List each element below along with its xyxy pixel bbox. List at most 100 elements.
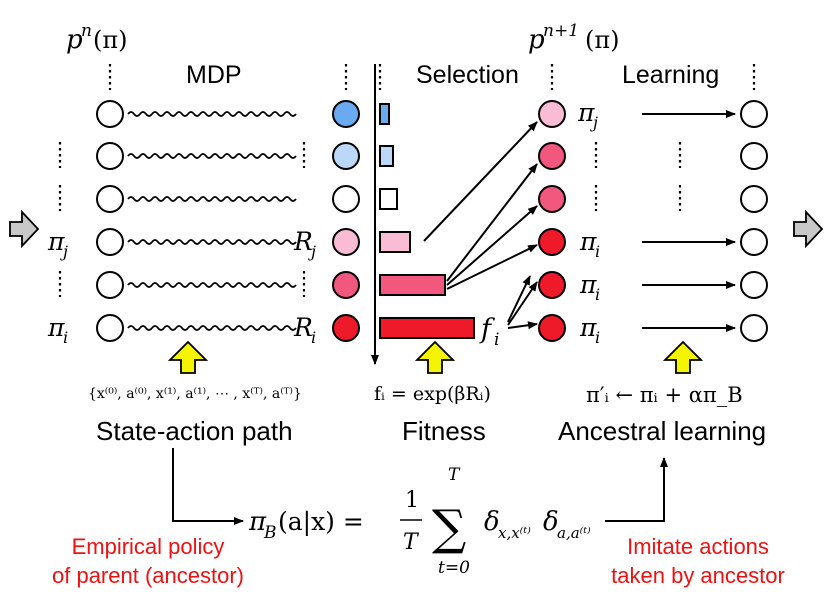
wavy-line [127, 325, 297, 331]
fitness-title: Fitness [402, 416, 486, 446]
learning-label: Learning [622, 61, 719, 89]
reward-circles [332, 100, 360, 342]
svg-text:n: n [81, 21, 92, 41]
fitness-formula: fᵢ = exp(βRᵢ) [374, 383, 491, 405]
wavy-line [127, 282, 297, 288]
ellipsis-dots [58, 64, 756, 297]
svg-text:i: i [595, 328, 600, 347]
pn-label: p n (π) [66, 21, 128, 55]
reward-circle [332, 314, 360, 342]
svg-text:T: T [448, 465, 461, 485]
svg-text:π: π [579, 270, 597, 299]
reward-circle [332, 185, 360, 213]
fitness-bar [379, 188, 398, 210]
empirical-policy-caption: Empirical policy of parent (ancestor) [52, 534, 244, 588]
svg-text:p: p [66, 25, 83, 55]
svg-text:B: B [263, 523, 277, 543]
R-j-label: R j [293, 227, 316, 261]
offspring-circle [538, 271, 566, 299]
pi-i-label-right-3: π i [579, 313, 600, 347]
generation-n1-circles [538, 100, 566, 342]
svg-text:Imitate actions: Imitate actions [627, 534, 769, 559]
svg-text:i: i [311, 328, 316, 347]
svg-text:n+1: n+1 [543, 21, 579, 41]
reward-circle [332, 142, 360, 170]
svg-text:p: p [528, 25, 545, 55]
svg-text:i: i [595, 285, 600, 304]
f-i-label: f i [479, 314, 499, 350]
path-formula: {x⁽⁰⁾, a⁽⁰⁾, x⁽¹⁾, a⁽¹⁾, ⋯ , x⁽ᵀ⁾, a⁽ᵀ⁾} [88, 386, 302, 402]
generation-n-circles [96, 100, 124, 342]
sum-symbol: ∑ [432, 500, 466, 556]
svg-text:π: π [248, 507, 267, 537]
svg-text:π: π [47, 313, 65, 342]
yellow-up-arrows [167, 340, 704, 374]
state-action-wavy-lines [127, 111, 297, 331]
svg-text:taken by ancestor: taken by ancestor [611, 563, 785, 588]
selection-arrows [423, 121, 538, 330]
fitness-bar [379, 145, 394, 167]
input-gray-arrow [9, 209, 40, 249]
path-to-policy-arrow [172, 448, 244, 525]
svg-text:π: π [579, 227, 597, 256]
svg-text:(a|x) =: (a|x) = [278, 507, 364, 537]
wavy-line [127, 111, 297, 117]
svg-text:δ: δ [484, 507, 500, 537]
learning-arrows [642, 110, 736, 332]
pi-j-label-right: π j [577, 98, 598, 132]
R-i-label: R i [293, 313, 316, 347]
svg-text:π: π [579, 313, 597, 342]
svg-text:Empirical policy: Empirical policy [72, 534, 225, 559]
svg-text:f: f [479, 314, 495, 345]
svg-text:δ: δ [543, 507, 559, 537]
svg-text:a,a⁽ᵗ⁾: a,a⁽ᵗ⁾ [557, 524, 591, 542]
ancestral-learning-title: Ancestral learning [558, 416, 766, 446]
reward-circle [332, 271, 360, 299]
offspring-circle [538, 228, 566, 256]
selection-label: Selection [416, 61, 519, 89]
pn1-label: p n+1 (π) [528, 21, 620, 55]
svg-text:T: T [403, 530, 420, 555]
state-action-path-title: State-action path [96, 416, 293, 446]
mdp-label: MDP [186, 61, 242, 89]
offspring-circle [538, 185, 566, 213]
pi-i-label-left: π i [47, 313, 68, 347]
pi-i-label-right-1: π i [579, 227, 600, 261]
svg-text:of parent (ancestor): of parent (ancestor) [52, 563, 244, 588]
svg-text:t=0: t=0 [438, 558, 470, 578]
empirical-policy-formula: π B (a|x) = 1 T T ∑ t=0 δ x,x⁽ᵗ⁾ δ a,a⁽ᵗ… [248, 465, 591, 578]
svg-text:1: 1 [405, 488, 419, 513]
svg-text:j: j [60, 242, 68, 261]
learned-policy-circles [740, 100, 768, 342]
learning-formula: π′ᵢ ← πᵢ + απ_B [586, 383, 743, 407]
wavy-line [127, 196, 297, 202]
fitness-bar [379, 274, 446, 296]
wavy-line [127, 153, 297, 159]
svg-text:π: π [577, 98, 595, 127]
fitness-bar [379, 317, 475, 339]
reward-circle [332, 100, 360, 128]
svg-text:j: j [590, 113, 598, 132]
offspring-circle [538, 100, 566, 128]
svg-text:x,x⁽ᵗ⁾: x,x⁽ᵗ⁾ [498, 524, 531, 542]
offspring-circle [538, 142, 566, 170]
pi-j-label-left: π j [47, 227, 68, 261]
svg-text:π: π [47, 227, 65, 256]
pi-i-label-right-2: π i [579, 270, 600, 304]
policy-to-learning-arrow [605, 457, 668, 522]
svg-text:R: R [293, 227, 313, 256]
fitness-bar [379, 231, 411, 253]
svg-text:(π): (π) [93, 26, 128, 54]
reward-circle [332, 228, 360, 256]
offspring-circle [538, 314, 566, 342]
fitness-bars [379, 103, 475, 339]
output-gray-arrow [793, 209, 824, 249]
svg-text:i: i [63, 328, 68, 347]
svg-text:j: j [308, 242, 316, 261]
svg-text:i: i [494, 330, 499, 350]
svg-text:i: i [595, 242, 600, 261]
fitness-bar [379, 103, 390, 125]
imitate-actions-caption: Imitate actions taken by ancestor [611, 534, 785, 588]
svg-text:(π): (π) [585, 26, 620, 54]
